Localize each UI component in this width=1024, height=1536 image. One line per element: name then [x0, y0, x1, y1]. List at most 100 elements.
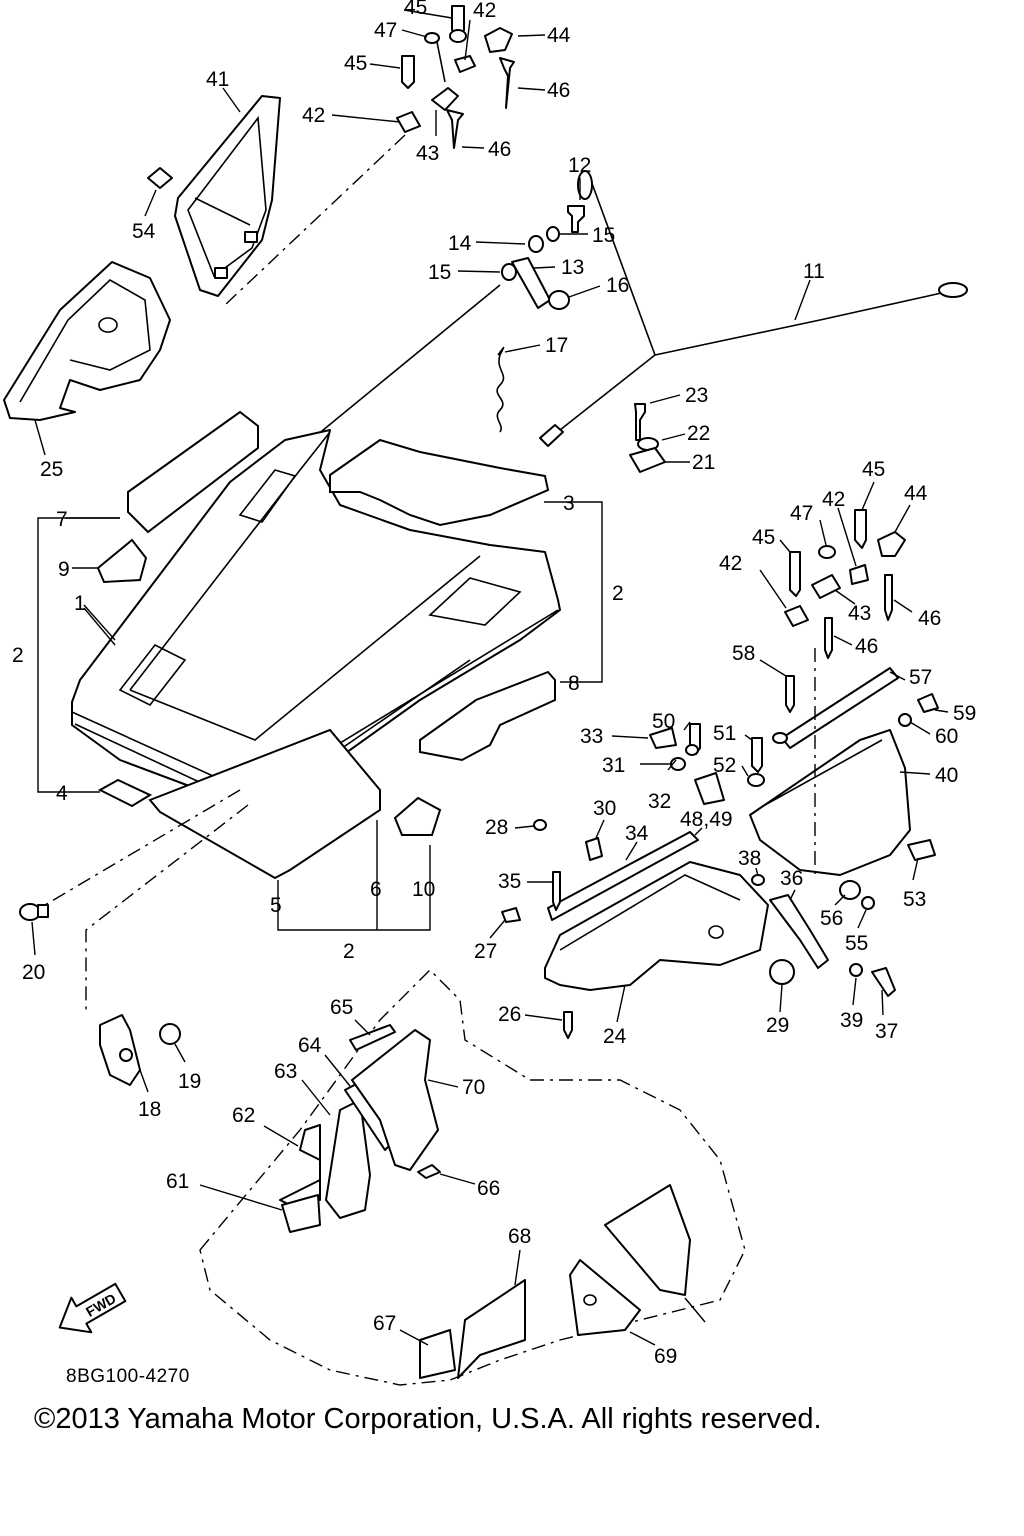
part-8-pad	[419, 670, 556, 762]
copyright-notice: ©2013 Yamaha Motor Corporation, U.S.A. A…	[34, 1403, 822, 1435]
part-24-duct	[501, 732, 896, 1039]
label-44-top: 44	[547, 24, 571, 47]
label-32: 32	[648, 790, 671, 813]
label-28: 28	[485, 816, 508, 839]
label-39: 39	[840, 1009, 863, 1032]
part-25-inner-panel	[3, 261, 171, 421]
forward-arrow-icon: FWD	[58, 1282, 127, 1334]
label-51: 52	[713, 754, 736, 777]
part-18-hinge	[85, 804, 249, 1086]
label-22: 22	[687, 422, 710, 445]
label-42-top: 42	[473, 0, 496, 22]
label-21: 21	[692, 451, 715, 474]
part-64-insulator	[349, 1024, 396, 1051]
label-46-right-b: 46	[855, 635, 878, 658]
label-64: 65	[330, 996, 353, 1019]
part-40-side-cover	[749, 648, 911, 880]
part-56-strip	[781, 667, 899, 749]
label-2-right: 2	[612, 582, 624, 605]
label-16: 16	[606, 274, 629, 297]
label-33: 33	[580, 725, 603, 748]
label-8: 8	[568, 672, 580, 695]
part-10-pad	[393, 796, 442, 836]
label-2-bottom: 2	[343, 940, 355, 963]
label-9: 9	[58, 558, 70, 581]
part-61-insulator	[279, 1124, 321, 1206]
label-55: 56	[820, 907, 843, 930]
label-29: 29	[766, 1014, 789, 1037]
label-23: 23	[685, 384, 708, 407]
label-1: 1	[74, 592, 86, 615]
label-42-mid: 42	[302, 104, 325, 127]
diagram-code: 8BG100-4270	[66, 1366, 190, 1387]
part-65-insulator	[417, 1164, 441, 1179]
hood-stop-hardware	[249, 205, 666, 491]
part-9-pad	[96, 538, 148, 584]
label-46-right-a: 46	[918, 607, 941, 630]
label-36: 36	[780, 867, 803, 890]
label-38: 38	[738, 847, 761, 870]
label-14: 14	[448, 232, 472, 255]
label-19: 19	[178, 1070, 201, 1093]
label-53: 54	[132, 220, 156, 243]
part-41-side-panel	[174, 95, 281, 297]
label-3: 3	[563, 492, 575, 515]
label-61: 62	[232, 1104, 255, 1127]
label-50-right: 51	[713, 722, 736, 745]
label-26: 26	[498, 1003, 521, 1026]
top-fastener-cluster	[224, 5, 515, 306]
label-4: 4	[56, 782, 68, 805]
part-7-pad	[127, 410, 259, 534]
group-brackets	[37, 501, 603, 931]
part-60-insulator	[281, 1194, 321, 1233]
label-6: 6	[370, 878, 382, 901]
label-7: 7	[56, 508, 68, 531]
label-46-mid: 46	[488, 138, 511, 161]
part-4-pad	[97, 778, 153, 808]
label-2-left: 2	[12, 644, 24, 667]
label-34: 34	[625, 822, 649, 845]
label-31: 31	[602, 754, 625, 777]
part-20-bolt	[19, 789, 241, 921]
label-66: 67	[373, 1312, 396, 1335]
label-25: 25	[40, 458, 63, 481]
label-65: 66	[477, 1177, 500, 1200]
label-56: 57	[909, 666, 932, 689]
label-30: 30	[593, 797, 616, 820]
label-67: 68	[508, 1225, 531, 1248]
part-11-cable	[539, 170, 968, 447]
label-47-top: 47	[374, 19, 397, 42]
label-5: 5	[270, 894, 282, 917]
part-66-insulator	[419, 1329, 456, 1379]
label-63: 64	[298, 1034, 322, 1057]
label-15-left: 15	[428, 261, 451, 284]
label-15-right: 15	[592, 224, 615, 247]
foam-pads	[96, 410, 556, 880]
label-42-right-top: 42	[822, 488, 845, 511]
label-13: 13	[561, 256, 584, 279]
label-37: 37	[875, 1020, 898, 1043]
label-12: 12	[568, 154, 591, 177]
label-27: 27	[474, 940, 497, 963]
part-62-insulator	[325, 1099, 371, 1219]
label-45-right: 45	[752, 526, 775, 549]
label-46-top: 46	[547, 79, 570, 102]
label-50-left: 50	[652, 710, 675, 733]
label-10: 10	[412, 878, 435, 901]
part-53-clip	[147, 167, 173, 189]
label-62: 63	[274, 1060, 297, 1083]
label-18: 18	[138, 1098, 161, 1121]
part-5-pad	[148, 728, 381, 880]
label-41: 41	[206, 68, 229, 91]
label-45-mid: 45	[344, 52, 367, 75]
label-35: 35	[498, 870, 521, 893]
label-11: 11	[803, 260, 825, 283]
label-47-right: 47	[790, 502, 813, 525]
part-67-insulator	[457, 1279, 526, 1379]
label-42-right: 42	[719, 552, 742, 575]
label-52: 53	[903, 888, 926, 911]
label-48-49: 48,49	[680, 808, 733, 831]
label-40: 40	[935, 764, 958, 787]
label-20: 20	[22, 961, 45, 984]
